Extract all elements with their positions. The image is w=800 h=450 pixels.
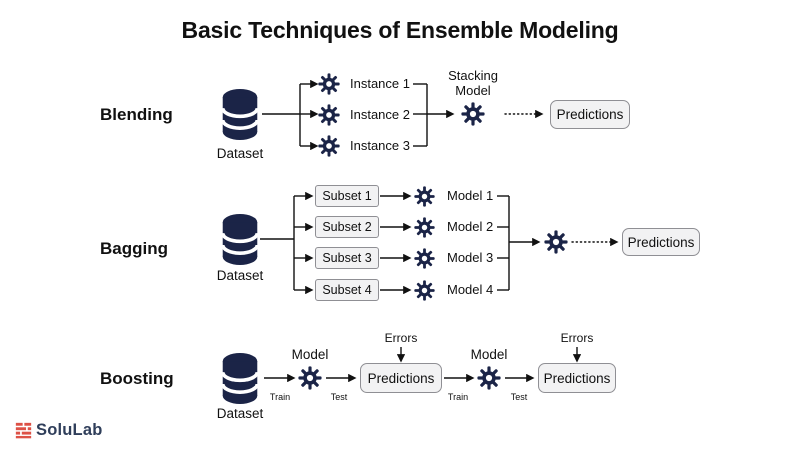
bagging-model-1-gear-icon (414, 186, 435, 207)
boosting-model-1-gear-icon (298, 366, 322, 390)
boosting-predictions-2-box: Predictions (538, 363, 616, 393)
bagging-model-2-gear-icon (414, 217, 435, 238)
boosting-test-1-label: Test (330, 392, 348, 402)
boosting-connectors (264, 347, 582, 383)
stacking-model-gear-icon (461, 102, 485, 126)
boosting-dataset-label: Dataset (216, 406, 264, 421)
boosting-train-1-label: Train (269, 392, 291, 402)
blending-predictions-label: Predictions (556, 107, 624, 122)
boosting-model-1-label: Model (291, 347, 329, 362)
bagging-subset-4-label: Subset 4 (322, 283, 372, 297)
boosting-model-2-label: Model (470, 347, 508, 362)
bagging-model-1-label: Model 1 (447, 188, 494, 203)
blending-instance-2-gear-icon (318, 104, 340, 126)
blending-instance-1-gear-icon (318, 73, 340, 95)
blending-instance-3-label: Instance 3 (350, 138, 410, 153)
blending-instance-2-label: Instance 2 (350, 107, 410, 122)
boosting-errors-2-label: Errors (560, 331, 594, 345)
bagging-dataset-label: Dataset (216, 268, 264, 283)
boosting-database-icon (220, 352, 260, 405)
bagging-predictions-label: Predictions (627, 234, 695, 250)
bagging-model-2-label: Model 2 (447, 219, 494, 234)
solulab-logo: SoluLab (15, 421, 102, 440)
bagging-subset-1-box: Subset 1 (315, 185, 379, 207)
boosting-train-2-label: Train (447, 392, 469, 402)
boosting-test-2-label: Test (510, 392, 528, 402)
solulab-logo-text: SoluLab (36, 421, 103, 439)
bagging-subset-2-box: Subset 2 (315, 216, 379, 238)
blending-section-label: Blending (100, 105, 173, 124)
bagging-subset-3-box: Subset 3 (315, 247, 379, 269)
blending-predictions-box: Predictions (550, 100, 630, 129)
blending-database-icon (220, 88, 260, 141)
blending-dataset-label: Dataset (216, 146, 264, 161)
bagging-model-3-gear-icon (414, 248, 435, 269)
boosting-predictions-2-label: Predictions (543, 370, 611, 386)
boosting-model-2-gear-icon (477, 366, 501, 390)
blending-instance-3-gear-icon (318, 135, 340, 157)
bagging-subset-2-label: Subset 2 (322, 220, 372, 234)
boosting-errors-1-label: Errors (384, 331, 418, 345)
bagging-aggregator-gear-icon (544, 230, 568, 254)
bagging-section-label: Bagging (100, 239, 168, 258)
bagging-database-icon (220, 213, 260, 266)
boosting-predictions-1-label: Predictions (367, 370, 435, 386)
bagging-subset-3-label: Subset 3 (322, 251, 372, 265)
bagging-model-4-label: Model 4 (447, 282, 494, 297)
page-title: Basic Techniques of Ensemble Modeling (181, 17, 619, 43)
bagging-connectors (260, 191, 619, 295)
bagging-model-3-label: Model 3 (447, 250, 494, 265)
solulab-logo-icon (15, 422, 32, 439)
blending-instance-1-label: Instance 1 (350, 76, 410, 91)
blending-connectors (262, 79, 544, 151)
boosting-predictions-1-box: Predictions (360, 363, 442, 393)
bagging-predictions-box: Predictions (622, 228, 700, 256)
boosting-section-label: Boosting (100, 369, 174, 388)
bagging-subset-4-box: Subset 4 (315, 279, 379, 301)
bagging-subset-1-label: Subset 1 (322, 189, 372, 203)
stacking-model-label: Stacking Model (448, 68, 498, 98)
bagging-model-4-gear-icon (414, 280, 435, 301)
